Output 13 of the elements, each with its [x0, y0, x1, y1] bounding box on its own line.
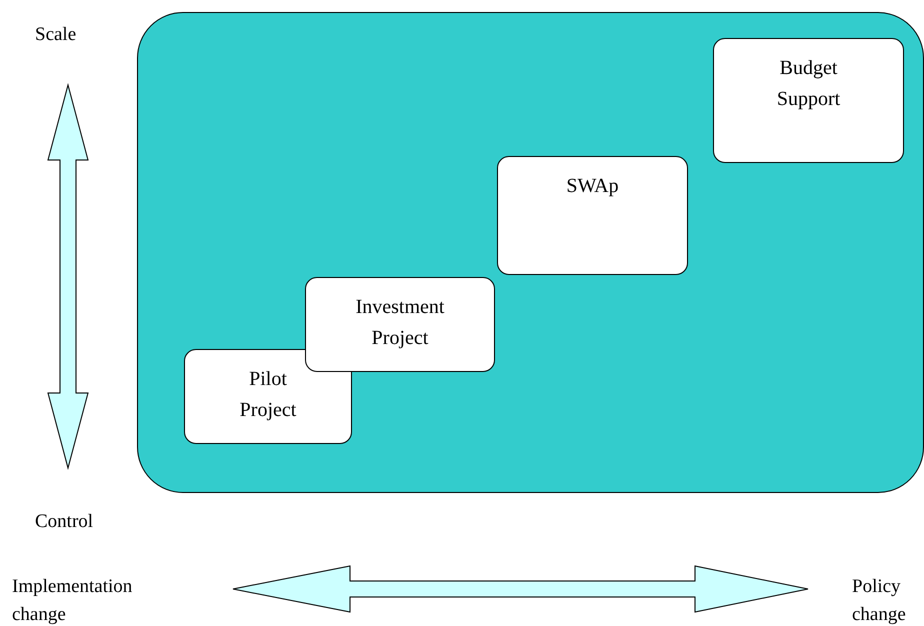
- box-label: SWAp: [565, 174, 620, 199]
- rounded-box: [305, 277, 495, 372]
- axis-label: Control: [35, 510, 94, 534]
- rounded-box: [713, 38, 904, 163]
- box-label: Budget Support: [776, 56, 842, 112]
- axis-label: Scale: [35, 23, 76, 47]
- rounded-box: [184, 349, 352, 444]
- rounded-panel: [137, 12, 924, 493]
- rounded-box: [497, 156, 688, 275]
- box-label: Pilot Project: [238, 367, 298, 423]
- box-label: Investment Project: [354, 295, 446, 351]
- axis-label: Implementation change: [12, 575, 134, 626]
- axis-label: Policy change: [852, 575, 907, 626]
